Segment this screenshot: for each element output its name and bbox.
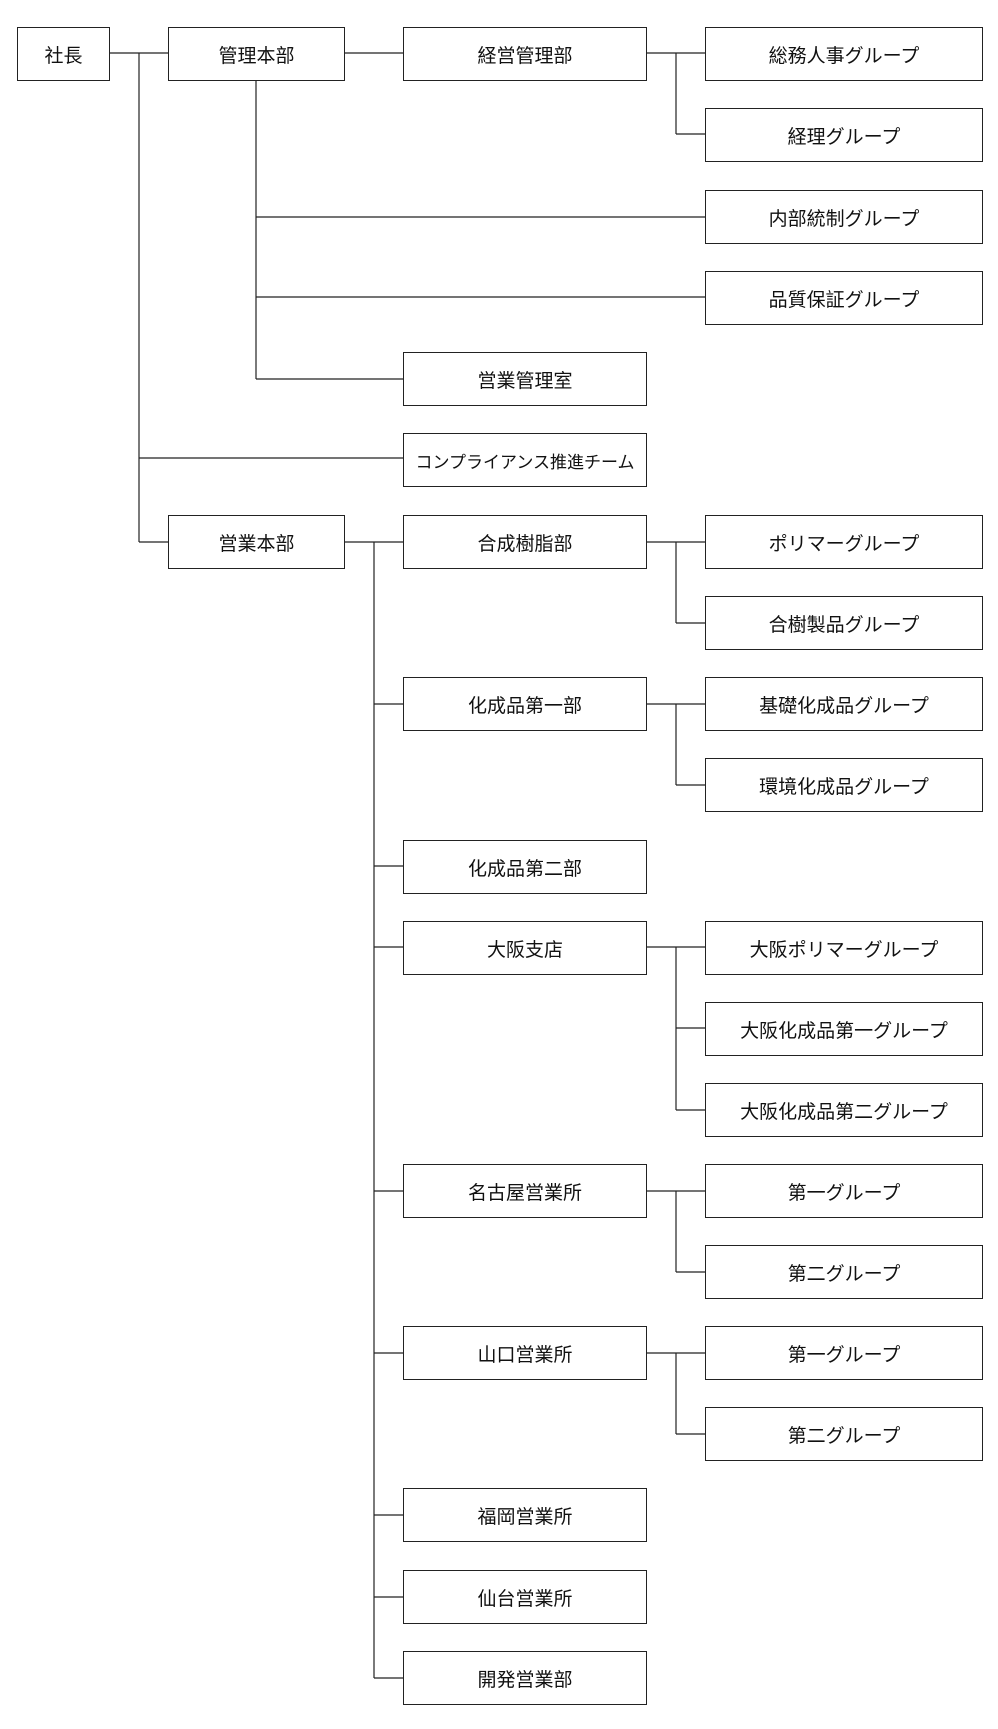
node-nagoya-office: 名古屋営業所	[403, 1164, 647, 1218]
node-nagoya-group2: 第二グループ	[705, 1245, 983, 1299]
node-yamaguchi-office: 山口営業所	[403, 1326, 647, 1380]
node-fukuoka-office: 福岡営業所	[403, 1488, 647, 1542]
node-accounting-group: 経理グループ	[705, 108, 983, 162]
node-mgmt-dept: 経営管理部	[403, 27, 647, 81]
node-polymer-group: ポリマーグループ	[705, 515, 983, 569]
node-yamaguchi-group1: 第一グループ	[705, 1326, 983, 1380]
node-nagoya-group1: 第一グループ	[705, 1164, 983, 1218]
node-basic-chem-group: 基礎化成品グループ	[705, 677, 983, 731]
node-ga-hr-group: 総務人事グループ	[705, 27, 983, 81]
node-internal-control-group: 内部統制グループ	[705, 190, 983, 244]
node-yamaguchi-group2: 第二グループ	[705, 1407, 983, 1461]
node-osaka-chem1-group: 大阪化成品第一グループ	[705, 1002, 983, 1056]
node-chem1-dept: 化成品第一部	[403, 677, 647, 731]
node-sales-admin-office: 営業管理室	[403, 352, 647, 406]
node-dev-sales-dept: 開発営業部	[403, 1651, 647, 1705]
node-sales-hq: 営業本部	[168, 515, 345, 569]
node-osaka-polymer-group: 大阪ポリマーグループ	[705, 921, 983, 975]
node-sendai-office: 仙台営業所	[403, 1570, 647, 1624]
node-osaka-branch: 大阪支店	[403, 921, 647, 975]
node-chem2-dept: 化成品第二部	[403, 840, 647, 894]
node-env-chem-group: 環境化成品グループ	[705, 758, 983, 812]
node-ceo: 社長	[17, 27, 110, 81]
node-compliance-team: コンプライアンス推進チーム	[403, 433, 647, 487]
node-qa-group: 品質保証グループ	[705, 271, 983, 325]
node-resin-products-group: 合樹製品グループ	[705, 596, 983, 650]
node-resin-dept: 合成樹脂部	[403, 515, 647, 569]
node-admin-hq: 管理本部	[168, 27, 345, 81]
node-osaka-chem2-group: 大阪化成品第二グループ	[705, 1083, 983, 1137]
